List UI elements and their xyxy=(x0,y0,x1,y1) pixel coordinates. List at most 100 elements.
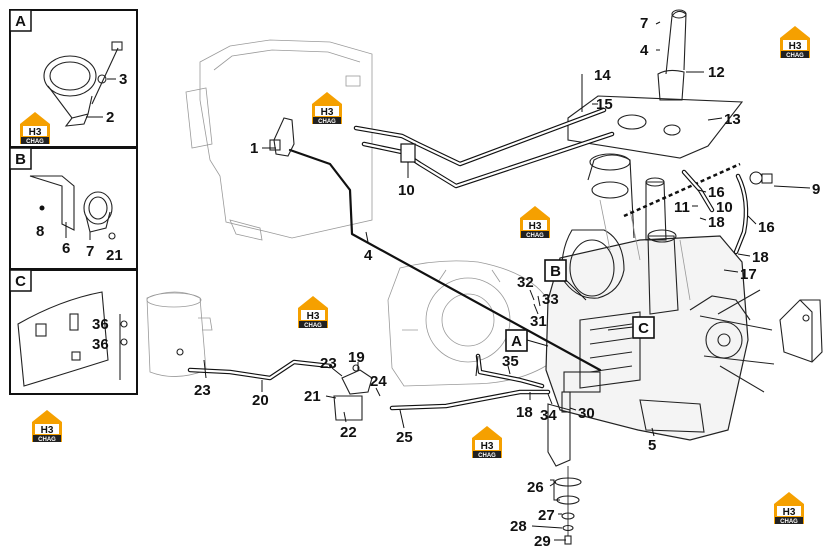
callout-4a: 4 xyxy=(364,247,373,264)
flywheel-housing-outline xyxy=(387,260,553,387)
svg-text:H3: H3 xyxy=(783,507,796,518)
callout-9: 9 xyxy=(812,181,820,198)
callout-21: 21 xyxy=(304,388,321,405)
callout-20: 20 xyxy=(252,392,269,409)
hose-cap-9 xyxy=(749,171,763,185)
callout-10b: 10 xyxy=(716,199,733,216)
callout-25: 25 xyxy=(396,429,413,446)
callout-32: 32 xyxy=(517,274,534,291)
svg-text:CHAG: CHAG xyxy=(318,119,336,125)
svg-text:H3: H3 xyxy=(529,221,542,232)
svg-text:CHAG: CHAG xyxy=(478,453,496,459)
pipe-clamp-10 xyxy=(400,143,416,163)
svg-text:CHAG: CHAG xyxy=(526,233,544,239)
callout-35: 35 xyxy=(502,353,519,370)
callout-17: 17 xyxy=(740,266,757,283)
callout-5: 5 xyxy=(648,437,656,454)
callout-inset-b-7: 7 xyxy=(86,243,94,260)
callout-1: 1 xyxy=(250,140,258,157)
cab-outline xyxy=(185,39,373,241)
svg-text:H3: H3 xyxy=(481,441,494,452)
bracket-b-drawing xyxy=(29,175,116,240)
inset-label-b: B xyxy=(15,151,26,168)
throttle-pedal xyxy=(269,117,295,157)
callout-29: 29 xyxy=(534,533,551,550)
callout-inset-a-3: 3 xyxy=(119,71,127,88)
watermark-logo-2: H3 CHAG xyxy=(312,92,342,125)
callout-22: 22 xyxy=(340,424,357,441)
callout-13: 13 xyxy=(724,111,741,128)
throttle-cable xyxy=(288,148,602,372)
watermark-logo-6: H3 CHAG xyxy=(32,410,62,443)
ref-marker-b: B xyxy=(544,259,587,301)
right-engine-mount xyxy=(779,299,823,363)
callout-19: 19 xyxy=(348,349,365,366)
svg-text:H3: H3 xyxy=(307,311,320,322)
inset-label-c: C xyxy=(15,273,26,290)
callout-23a: 23 xyxy=(320,355,337,372)
callout-18b: 18 xyxy=(752,249,769,266)
callout-inset-b-6: 6 xyxy=(62,240,70,257)
watermark-logo-1: H3 CHAG xyxy=(20,112,50,145)
silencer-and-plate xyxy=(567,9,744,159)
svg-text:A: A xyxy=(511,333,522,350)
fuel-pump-assembly xyxy=(333,364,373,421)
callout-14: 14 xyxy=(594,67,611,84)
callout-26: 26 xyxy=(527,479,544,496)
inset-panel-b: B 8 6 7 21 xyxy=(9,147,138,270)
fuel-lines xyxy=(187,107,749,411)
callout-inset-c-36b: 36 xyxy=(92,336,109,353)
callout-27: 27 xyxy=(538,507,555,524)
svg-text:H3: H3 xyxy=(41,425,54,436)
svg-text:CHAG: CHAG xyxy=(780,519,798,525)
svg-text:CHAG: CHAG xyxy=(38,437,56,443)
callout-inset-b-21: 21 xyxy=(106,247,123,264)
callout-30: 30 xyxy=(578,405,595,422)
watermark-logo-4: H3 CHAG xyxy=(520,206,550,239)
fuel-filter-canister xyxy=(146,291,213,377)
svg-text:CHAG: CHAG xyxy=(26,139,44,145)
svg-text:B: B xyxy=(550,263,561,280)
ref-marker-c: C xyxy=(607,316,655,339)
svg-text:C: C xyxy=(638,320,649,337)
callout-inset-b-8: 8 xyxy=(36,223,44,240)
inset-label-a: A xyxy=(15,13,26,30)
tank-wall-c-drawing xyxy=(17,291,128,387)
ref-marker-a: A xyxy=(505,329,549,352)
callout-15: 15 xyxy=(596,96,613,113)
callout-16a: 16 xyxy=(708,184,725,201)
engine-assembly xyxy=(545,153,775,441)
callout-7a: 7 xyxy=(640,15,648,32)
watermark-logo-3: H3 CHAG xyxy=(780,26,810,59)
svg-text:CHAG: CHAG xyxy=(786,53,804,59)
callout-inset-a-2: 2 xyxy=(106,109,114,126)
callout-12: 12 xyxy=(708,64,725,81)
callouts: 1 4 7 4 14 15 12 13 10 16 9 11 10 18 16 … xyxy=(194,15,820,550)
callout-33: 33 xyxy=(542,291,559,308)
clamp-a-drawing xyxy=(43,41,123,127)
callout-24: 24 xyxy=(370,373,387,390)
callout-23b: 23 xyxy=(194,382,211,399)
svg-text:H3: H3 xyxy=(321,107,334,118)
watermark-logo-7: H3 CHAG xyxy=(472,426,502,459)
watermark-logo-5: H3 CHAG xyxy=(298,296,328,329)
callout-16b: 16 xyxy=(758,219,775,236)
svg-text:H3: H3 xyxy=(789,41,802,52)
callout-31: 31 xyxy=(530,313,547,330)
svg-text:H3: H3 xyxy=(29,127,42,138)
inset-panel-c: C 36 36 xyxy=(9,269,138,395)
callout-28: 28 xyxy=(510,518,527,535)
dashed-cooling-line xyxy=(623,162,741,218)
callout-34: 34 xyxy=(540,407,557,424)
callout-10a: 10 xyxy=(398,182,415,199)
callout-18c: 18 xyxy=(516,404,533,421)
hose-clip-9 xyxy=(761,173,773,184)
callout-18a: 18 xyxy=(708,214,725,231)
svg-text:CHAG: CHAG xyxy=(304,323,322,329)
callout-4b: 4 xyxy=(640,42,649,59)
callout-11: 11 xyxy=(674,199,690,216)
watermark-logo-8: H3 CHAG xyxy=(774,492,804,525)
leader-lines xyxy=(203,21,811,541)
callout-inset-c-36a: 36 xyxy=(92,316,109,333)
